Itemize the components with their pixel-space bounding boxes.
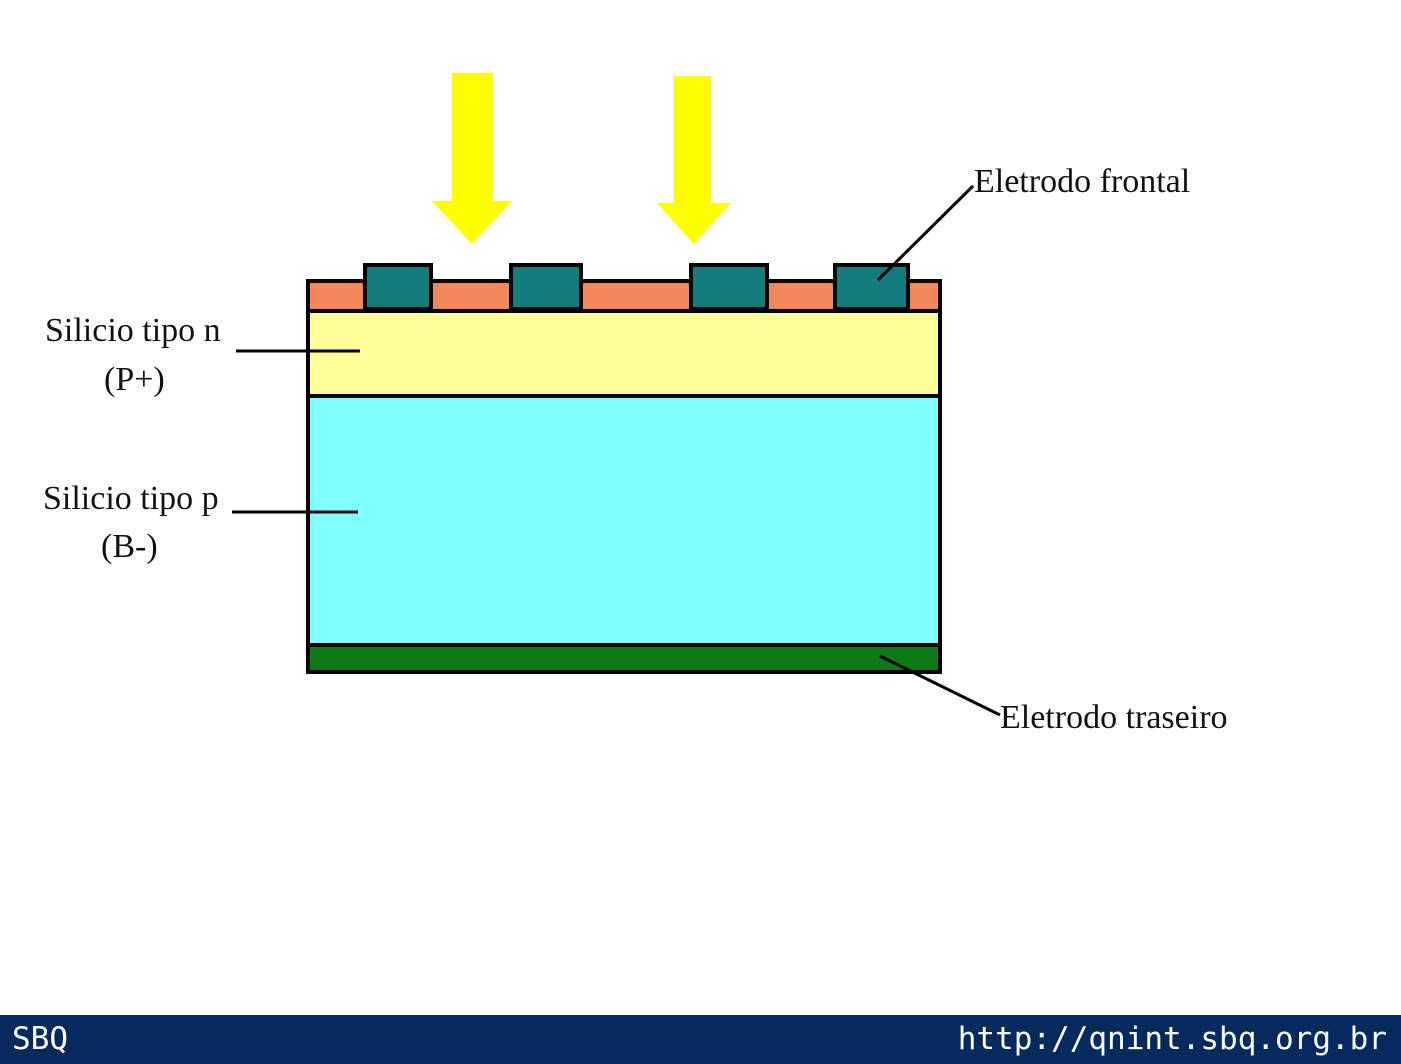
front-electrode-leader [876, 184, 975, 282]
light-arrow-left [432, 73, 512, 244]
back-electrode-leader [879, 654, 1001, 717]
p-type-silicon-layer [306, 394, 942, 647]
front-electrode-1 [363, 263, 433, 311]
p-dopant-label: (B-) [101, 528, 158, 565]
solar-cell-diagram [232, 73, 1001, 717]
footer-url-link[interactable]: http://qnint.sbq.org.br [957, 1021, 1387, 1057]
light-arrow-right [657, 76, 731, 244]
n-type-silicon-layer [306, 309, 942, 398]
n-dopant-label: (P+) [104, 361, 165, 398]
n-silicon-label: Silicio tipo n [45, 312, 221, 349]
footer-org-label: SBQ [12, 1021, 68, 1057]
footer-bar: SBQ http://qnint.sbq.org.br [0, 1015, 1401, 1064]
back-electrode-label: Eletrodo traseiro [1000, 699, 1228, 736]
p-silicon-label: Silicio tipo p [43, 480, 219, 517]
front-electrode-4 [833, 263, 910, 311]
front-electrode-3 [689, 263, 769, 311]
back-electrode-layer [306, 643, 942, 674]
front-electrode-2 [509, 263, 583, 311]
front-electrode-label: Eletrodo frontal [974, 163, 1191, 200]
